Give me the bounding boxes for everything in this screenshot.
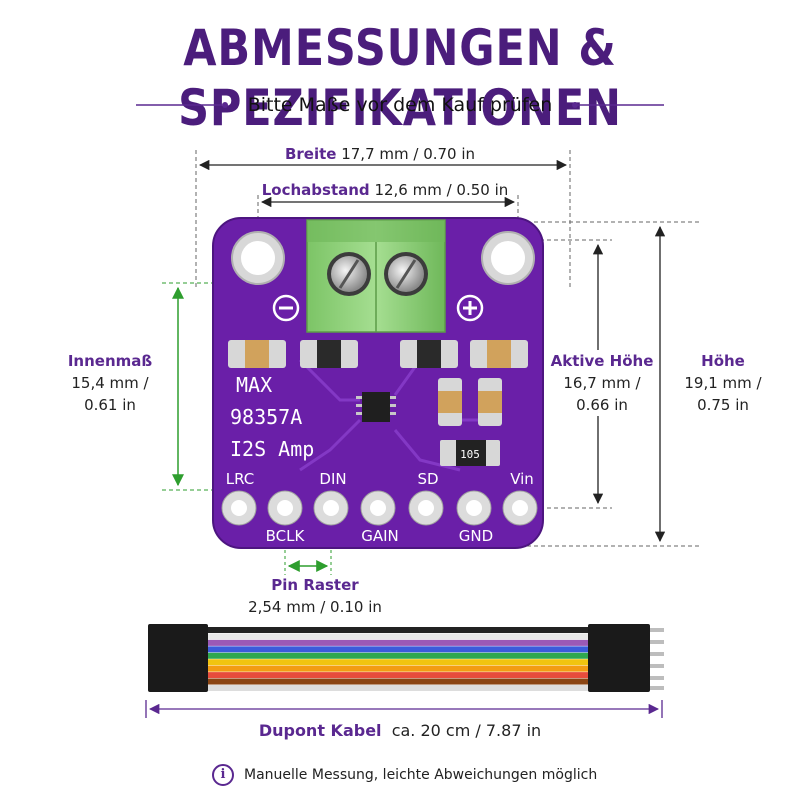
cable-wire [206,646,590,653]
hoehe-dimension-line [520,221,700,547]
dupont-dimension-line [145,700,663,718]
amplifier-board: MAX 98357A I2S Amp 105 LRC DIN SD Vin BC… [212,217,544,549]
amplifier-chip [362,392,390,422]
cable-wire [206,659,590,666]
silkscreen-line1: MAX [236,373,272,397]
minus-marker [272,294,300,322]
innenmass-label: Innenmaß 15,4 mm / 0.61 in [67,352,153,414]
footer-note: i Manuelle Messung, leichte Abweichungen … [212,763,597,787]
lochabstand-label: Lochabstand 12,6 mm / 0.50 in [261,181,509,199]
cable-wire [206,665,590,672]
pin-label-din: DIN [319,470,346,488]
breite-dimension-line [195,150,571,290]
dupont-label: Dupont Kabel ca. 20 cm / 7.87 in [258,721,542,740]
pin-label-lrc: LRC [226,470,255,488]
cable-wire [206,685,590,691]
pin-label-vin: Vin [510,470,534,488]
pin-raster-label: Pin Raster 2,54 mm / 0.10 in [248,576,382,616]
aktive-hoehe-label: Aktive Höhe 16,7 mm / 0.66 in [548,350,656,416]
hoehe-label: Höhe 19,1 mm / 0.75 in [672,350,774,416]
silkscreen-line2: 98357A [230,405,302,429]
pin-label-sd: SD [417,470,438,488]
page-title: ABMESSUNGEN & SPEZIFIKATIONEN [178,19,622,137]
cable-wire [206,672,590,679]
info-icon: i [212,764,234,786]
subtitle-rules [136,102,664,108]
pin-label-gnd: GND [459,527,493,545]
plus-marker [456,294,484,322]
page-subtitle: Bitte Maße vor dem Kauf prüfen [247,94,553,116]
cable-wire [206,633,590,640]
breite-label: Breite 17,7 mm / 0.70 in [284,145,476,163]
cable-wire [206,652,590,659]
pin-label-bclk: BCLK [266,527,306,545]
resistor-code: 105 [460,448,480,461]
pin-raster-dimension-line [284,520,332,575]
dupont-cable [148,624,664,692]
cable-wire [206,639,590,646]
footer-note-text: Manuelle Messung, leichte Abweichungen m… [244,767,598,783]
cable-wire [206,627,590,633]
pin-label-gain: GAIN [361,527,399,545]
cable-wire [206,678,590,685]
subtitle-row: Bitte Maße vor dem Kauf prüfen [0,92,800,120]
smd-components [228,340,528,466]
screw-terminal [306,219,446,333]
silkscreen-line3: I2S Amp [230,437,314,461]
header-pins [221,490,538,526]
